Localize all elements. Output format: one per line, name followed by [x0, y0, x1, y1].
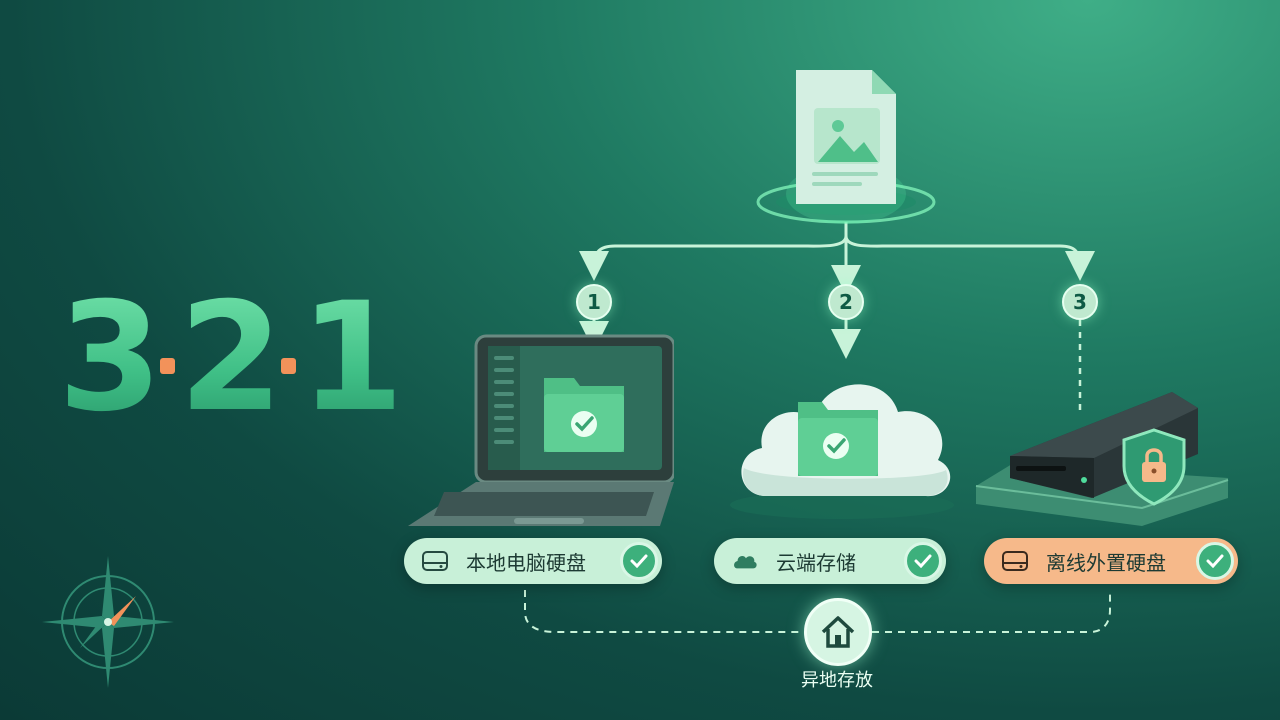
headline-digit-3: 3: [58, 271, 162, 445]
house-icon: [821, 616, 855, 648]
rule-headline: 3 2 1: [58, 271, 404, 445]
compass-icon: [42, 556, 174, 688]
hard-drive-icon: [1002, 550, 1028, 572]
headline-dash: [281, 358, 296, 374]
label-text: 本地电脑硬盘: [466, 550, 586, 575]
file-source: [752, 66, 940, 226]
hard-drive-icon: [422, 550, 448, 572]
check-icon: [1196, 542, 1234, 580]
check-icon: [904, 542, 942, 580]
headline-dash: [160, 358, 175, 374]
file-image-icon: [756, 70, 936, 224]
label-local-disk: 本地电脑硬盘: [404, 538, 662, 584]
check-icon: [620, 542, 658, 580]
headline-digit-2: 2: [178, 271, 283, 445]
label-text: 云端存储: [776, 550, 856, 575]
cloud-storage-icon: [730, 384, 954, 519]
label-cloud: 云端存储: [714, 538, 946, 584]
offsite-label: 异地存放: [801, 670, 873, 691]
external-drive-icon: [975, 392, 1229, 526]
step-1-badge: 1: [576, 284, 612, 320]
laptop-icon: [408, 334, 674, 526]
offsite-house-badge: [804, 598, 872, 666]
label-text: 离线外置硬盘: [1046, 550, 1166, 575]
step-number: 1: [587, 290, 601, 314]
label-offline-drive: 离线外置硬盘: [984, 538, 1238, 584]
step-number: 3: [1073, 290, 1087, 314]
step-2-badge: 2: [828, 284, 864, 320]
step-number: 2: [839, 290, 853, 314]
step-3-badge: 3: [1062, 284, 1098, 320]
cloud-icon: [732, 550, 758, 572]
headline-digit-1: 1: [299, 271, 404, 445]
